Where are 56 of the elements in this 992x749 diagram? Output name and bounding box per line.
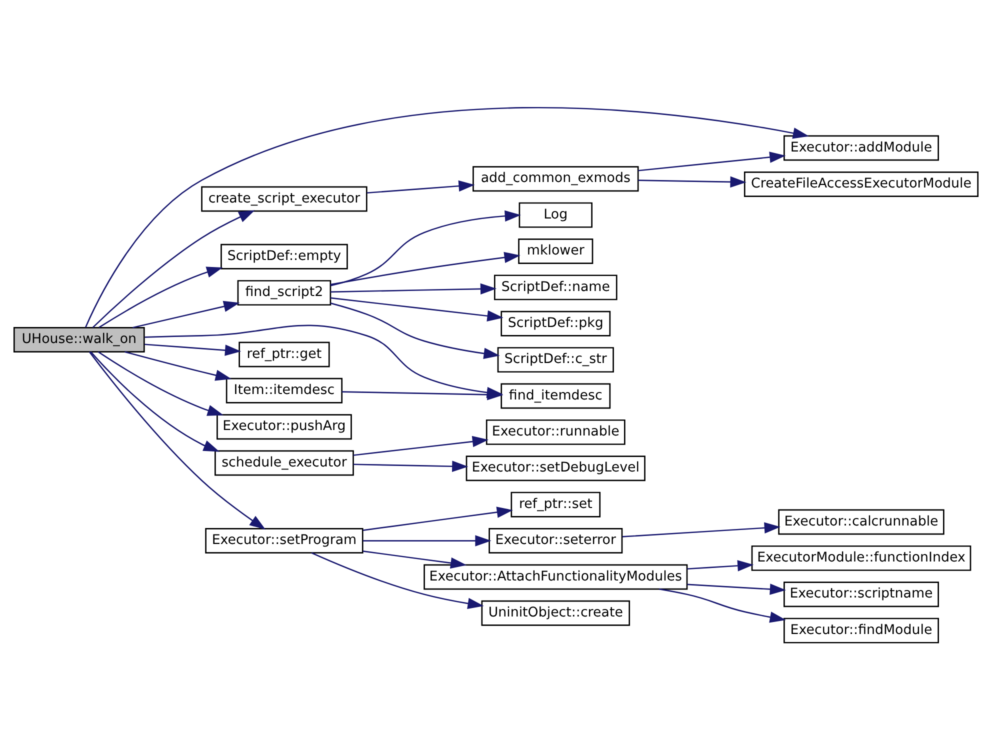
arrow — [132, 300, 240, 328]
node-box: Executor::findModule — [784, 617, 939, 643]
node-box: ScriptDef::pkg — [500, 310, 611, 336]
node-box: Executor::pushArg — [216, 414, 352, 440]
arrow — [366, 180, 475, 194]
arrow — [92, 210, 255, 328]
arrow — [687, 583, 786, 594]
arrow — [98, 350, 224, 416]
node-box: Executor::addModule — [784, 134, 939, 160]
arrow — [330, 282, 497, 294]
arrow — [124, 350, 232, 380]
arrow — [362, 534, 492, 546]
arrow — [353, 435, 489, 456]
node-box: ScriptDef::c_str — [497, 346, 614, 372]
node-box: Executor::setProgram — [205, 528, 364, 553]
arrow — [84, 106, 810, 328]
node-box: add_common_exmods — [472, 166, 639, 192]
node-box: ScriptDef::empty — [220, 243, 348, 269]
arrow — [330, 296, 504, 322]
arrow — [353, 460, 468, 472]
node-box: find_script2 — [237, 280, 332, 306]
arrow — [362, 550, 467, 568]
node-box: Executor::scriptname — [784, 581, 939, 607]
node-box: find_itemdesc — [500, 382, 611, 408]
node-box: Executor::setDebugLevel — [466, 455, 646, 481]
node-box: ref_ptr::set — [510, 491, 601, 517]
node-box: schedule_executor — [214, 450, 354, 476]
arrow — [638, 176, 746, 188]
node-box: Log — [518, 202, 592, 228]
node-box: create_script_executor — [201, 186, 368, 212]
arrow — [362, 506, 513, 530]
arrow — [90, 350, 220, 452]
node-box: UninitObject::create — [481, 600, 630, 626]
node-box: CreateFileAccessExecutorModule — [744, 171, 979, 196]
arrow — [638, 151, 786, 171]
arrow — [330, 302, 500, 359]
arrow — [144, 343, 242, 356]
node-box: Executor::runnable — [486, 418, 626, 444]
arrow — [659, 588, 786, 622]
arrow — [330, 251, 520, 285]
arrow — [687, 560, 754, 571]
node-box: ScriptDef::name — [494, 274, 618, 300]
arrow — [88, 350, 266, 530]
node-box: Executor::calcrunnable — [778, 508, 944, 534]
arrow — [311, 552, 484, 609]
arrow — [342, 388, 504, 400]
node-box: Item::itemdesc — [226, 377, 343, 403]
node-box: UHouse::walk_on — [13, 326, 145, 352]
arrow — [330, 210, 521, 286]
node-box: ref_ptr::get — [238, 341, 330, 367]
node-box: mklower — [518, 238, 594, 264]
arrow — [622, 522, 780, 537]
node-box: Executor::seterror — [488, 528, 623, 553]
node-box: Executor::AttachFunctionalityModules — [424, 564, 688, 590]
node-box: ExecutorModule::functionIndex — [751, 544, 972, 570]
arrow — [98, 266, 223, 328]
